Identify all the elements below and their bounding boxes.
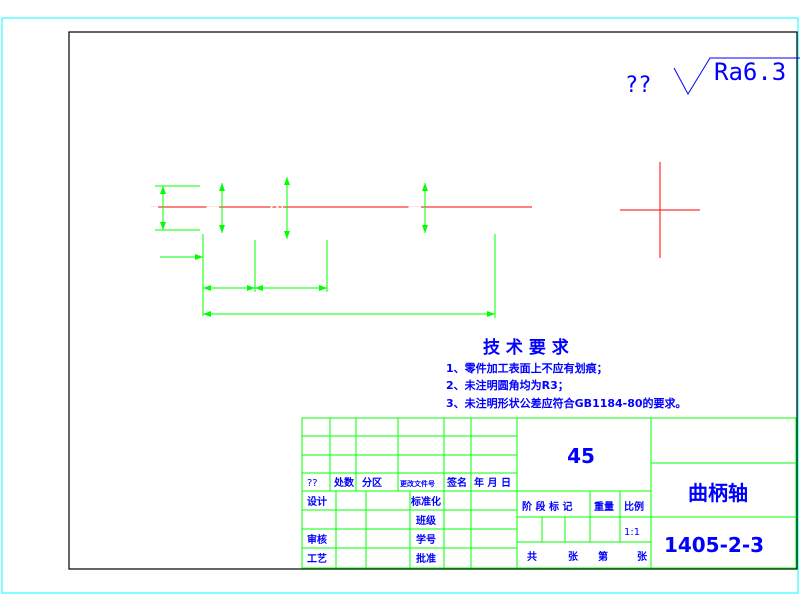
label-process: 工艺 [307, 552, 327, 565]
sheet-label-3: 张 [637, 550, 648, 563]
roughness-symbol-left: Ra1.6 [211, 129, 348, 182]
rev-header-2: 分区 [362, 476, 382, 489]
label-standard: 标准化 [410, 495, 441, 508]
stage-header-1: 重量 [594, 500, 614, 513]
dim-len-18: 18 [219, 270, 239, 290]
part-name: 曲柄轴 [688, 481, 748, 505]
stage-header-2: 比例 [624, 500, 644, 513]
label-design: 设计 [307, 495, 327, 508]
inner-frame [68, 31, 798, 570]
dimension-arrowheads [160, 177, 495, 317]
tech-req-item-2: 2、未注明圆角均为R3； [446, 378, 569, 392]
roughness-right-value: Ra1.6 [436, 132, 508, 160]
end-view [620, 162, 700, 258]
technical-requirements: 技 术 要 求 1、零件加工表面上不应有划痕； 2、未注明圆角均为R3； 3、未… [446, 337, 687, 410]
tech-req-item-3: 3、未注明形状公差应符合GB1184-80的要求。 [446, 396, 687, 410]
dim-dia-19-right: Ø19 [406, 193, 426, 224]
rev-header-4: 签名 [446, 476, 467, 489]
material: 45 [567, 444, 595, 468]
general-roughness-value: Ra6.3 [714, 58, 786, 86]
label-review: 审核 [307, 533, 327, 546]
general-roughness-prefix: ?? [625, 73, 652, 98]
stage-header-0: 阶 段 标 记 [522, 500, 572, 513]
drawing-number: 1405-2-3 [664, 533, 764, 557]
tech-req-item-1: 1、零件加工表面上不应有划痕； [446, 361, 608, 375]
dim-chamfer: 2 [162, 240, 172, 260]
scale-value: 1:1 [624, 527, 640, 538]
rev-header-3: 更改文件号 [400, 479, 435, 488]
rev-header-5: 年 月 日 [474, 476, 511, 489]
outer-border [1, 17, 799, 594]
dim-dia-19-left: Ø19 [204, 193, 224, 224]
label-student-no: 学号 [416, 533, 436, 546]
dim-dia-16: Ø16 [143, 193, 163, 224]
rev-header-0: ?? [307, 478, 318, 489]
rev-header-1: 处数 [333, 476, 355, 489]
dim-len-28: 28 [281, 268, 301, 288]
dim-len-111: 111 [334, 295, 365, 315]
title-block-texts: ?? 处数 分区 更改文件号 签名 年 月 日 设计 标准化 班级 审核 学号 … [307, 444, 764, 565]
general-roughness-symbol: ?? Ra6.3 [625, 57, 800, 98]
sheet-label-1: 张 [568, 550, 579, 563]
sheet-label-2: 第 [598, 550, 608, 563]
dim-dia-22: Ø22 [268, 193, 288, 224]
roughness-left-value: Ra1.6 [258, 132, 330, 160]
sheet-label-0: 共 [527, 550, 537, 563]
title-block [301, 417, 797, 569]
shaft-outline [202, 175, 496, 241]
label-approve: 批准 [416, 552, 436, 565]
tech-req-heading: 技 术 要 求 [483, 337, 569, 358]
roughness-symbol-right: Ra1.6 [391, 129, 528, 182]
label-class: 班级 [416, 514, 437, 527]
